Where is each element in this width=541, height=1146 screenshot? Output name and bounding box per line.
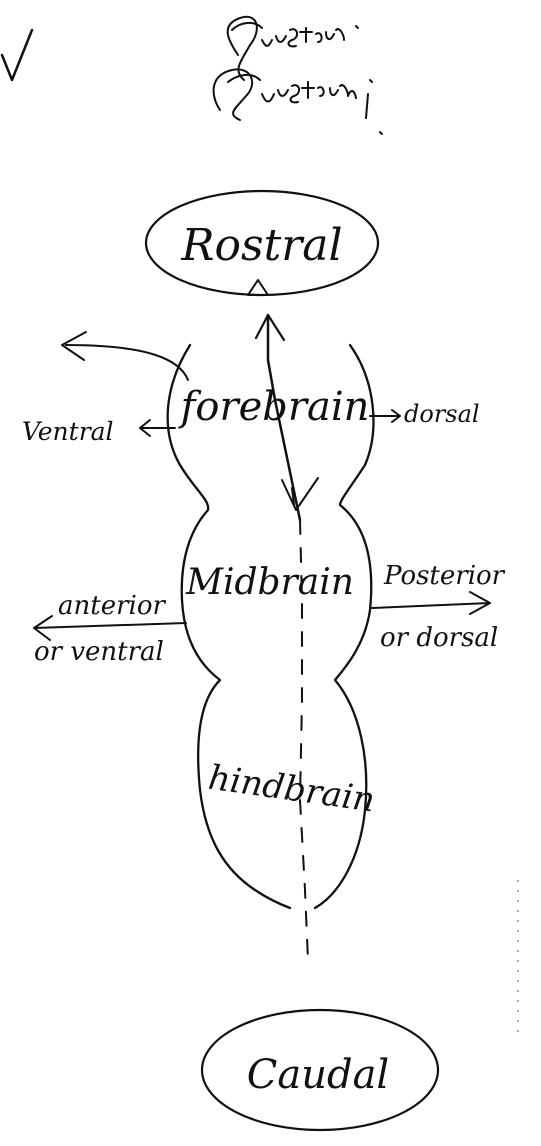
midbrain-label: Midbrain (185, 562, 354, 603)
signature (214, 17, 382, 134)
rostral-arrowhead (248, 280, 268, 295)
posterior-label: Posterior (383, 561, 506, 591)
posterior-arrow (372, 592, 490, 614)
hindbrain-label: hindbrain (206, 758, 377, 821)
central-arrowhead-down (282, 478, 318, 510)
ventral-label: Ventral (22, 417, 114, 446)
or-ventral-label: or ventral (34, 637, 164, 667)
rostral-label: Rostral (180, 220, 342, 271)
central-arrowhead-up (256, 315, 284, 340)
forebrain-label: forebrain (178, 384, 370, 430)
curved-arrow (66, 345, 188, 380)
anterior-label: anterior (58, 591, 166, 621)
dorsal-label: dorsal (404, 400, 480, 428)
or-dorsal-label: or dorsal (380, 623, 498, 653)
check-mark-icon (2, 30, 32, 80)
caudal-label: Caudal (247, 1052, 389, 1098)
